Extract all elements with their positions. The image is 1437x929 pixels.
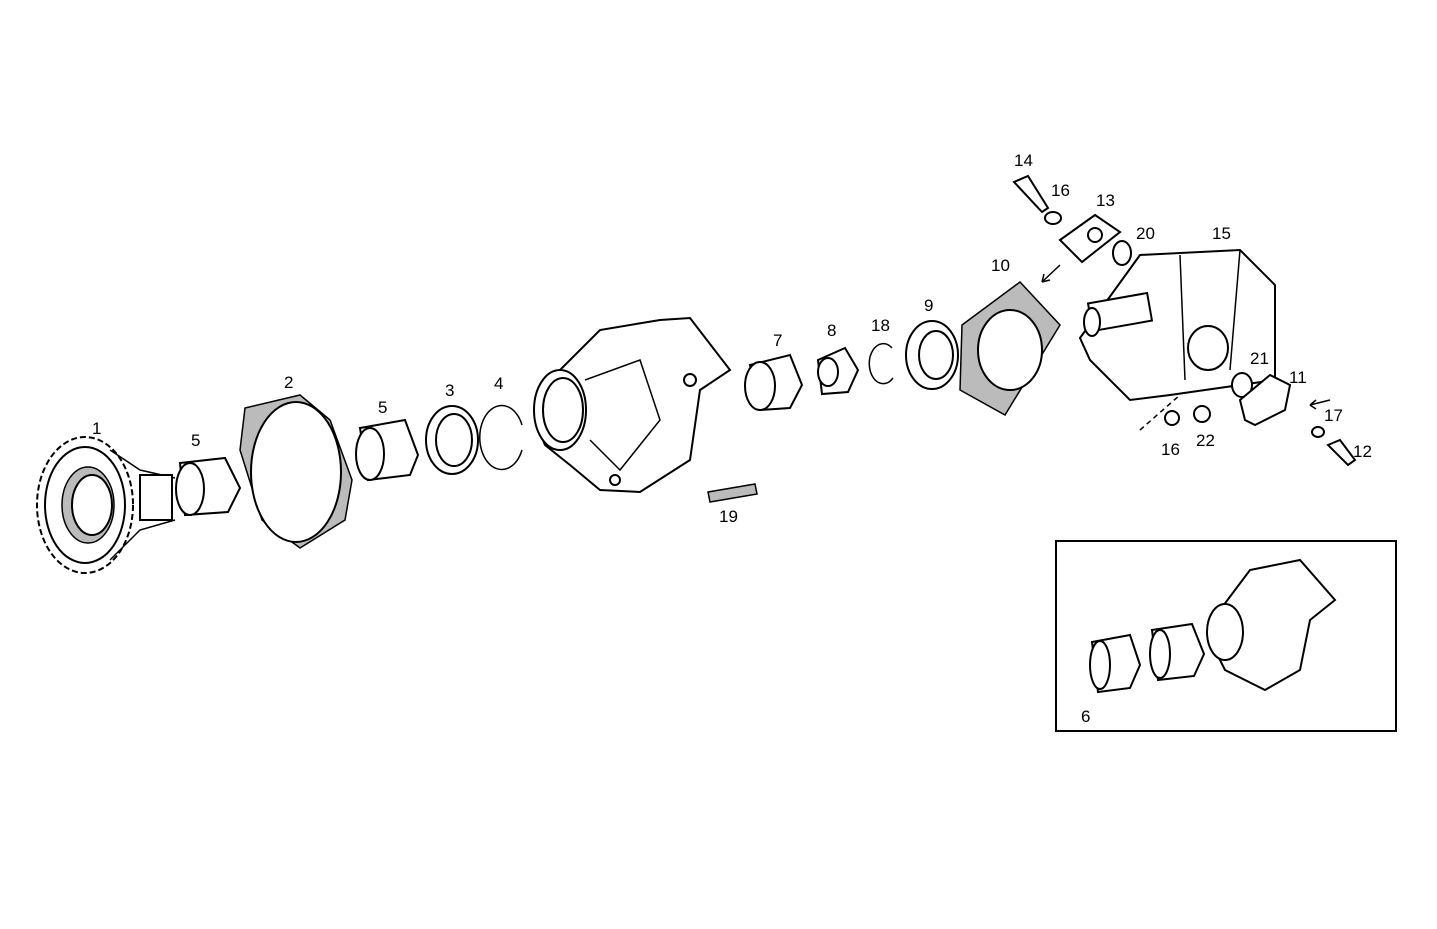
callout-16-second: 16 (1161, 440, 1180, 459)
part-18-circlip (868, 342, 894, 385)
callout-10: 10 (991, 256, 1010, 275)
callout-2: 2 (284, 373, 293, 392)
housing (533, 316, 732, 494)
callout-20: 20 (1136, 224, 1155, 243)
callout-3: 3 (445, 381, 454, 400)
callout-15: 15 (1212, 224, 1231, 243)
callout-22: 22 (1196, 431, 1215, 450)
part-19-stud (707, 483, 758, 503)
callout-17: 17 (1324, 406, 1343, 425)
part-20-oring (1112, 240, 1132, 266)
part-9-seal (905, 320, 959, 390)
part-16-nut (1164, 410, 1180, 426)
part-17-washer (1311, 426, 1325, 438)
part-5-bushing (175, 456, 242, 517)
callout-4: 4 (494, 374, 503, 393)
inset-part-6 (1055, 540, 1397, 732)
arrow-11 (1309, 399, 1331, 410)
part-10-gasket (959, 280, 1061, 417)
callout-7: 7 (773, 331, 782, 350)
part-14-bolt (1012, 174, 1050, 214)
callout-12: 12 (1353, 442, 1372, 461)
part-21-oring (1231, 372, 1253, 398)
part-16-washer (1044, 211, 1062, 225)
callout-5-second: 5 (378, 398, 387, 417)
callout-19: 19 (719, 507, 738, 526)
part-4-snap-ring (478, 404, 523, 471)
part-1-gear (36, 436, 176, 574)
callout-9: 9 (924, 296, 933, 315)
callout-6: 6 (1081, 707, 1090, 726)
callout-14: 14 (1014, 151, 1033, 170)
part-13-flange (1058, 213, 1122, 264)
arrow-13 (1041, 264, 1061, 283)
callout-21: 21 (1250, 349, 1269, 368)
part-5-bushing-2 (355, 418, 420, 482)
part-22-nut (1193, 405, 1211, 423)
callout-5: 5 (191, 431, 200, 450)
callout-16: 16 (1051, 181, 1070, 200)
callout-11: 11 (1289, 368, 1307, 387)
callout-1: 1 (92, 419, 101, 438)
part-15-pump (1078, 248, 1276, 402)
part-2-gasket (239, 394, 353, 549)
part-12-bolt (1326, 438, 1357, 467)
callout-13: 13 (1096, 191, 1115, 210)
part-3-ring (425, 405, 479, 475)
part-11-elbow (1238, 373, 1292, 427)
part-8-hub (816, 346, 860, 396)
callout-8: 8 (827, 321, 836, 340)
callout-18: 18 (871, 316, 890, 335)
part-7-coupling (744, 353, 804, 412)
